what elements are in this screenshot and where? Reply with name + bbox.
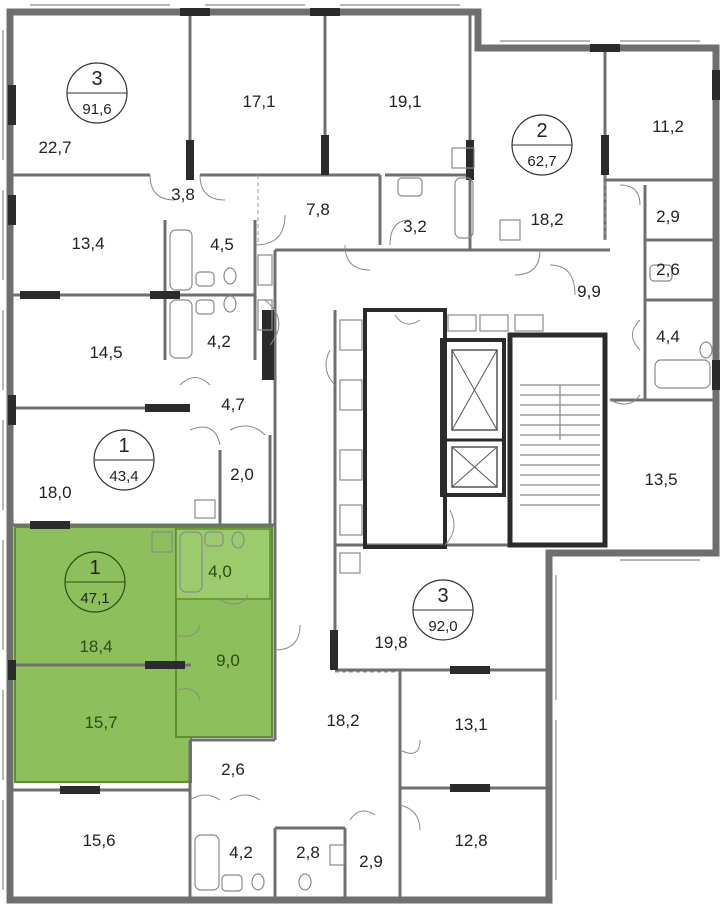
room-area: 19,1 bbox=[388, 92, 421, 111]
apartment-area: 43,4 bbox=[109, 468, 138, 485]
room-area: 4,4 bbox=[656, 327, 680, 346]
room-area: 4,2 bbox=[207, 332, 231, 351]
room-area: 3,2 bbox=[403, 217, 427, 236]
apartment-badge-highlighted: 1 47,1 bbox=[64, 551, 126, 613]
room-area: 13,1 bbox=[454, 715, 487, 734]
room-area: 13,4 bbox=[71, 234, 104, 253]
room-area: 15,7 bbox=[84, 713, 117, 732]
apartment-area: 92,0 bbox=[428, 618, 457, 635]
room-area: 2,6 bbox=[656, 260, 680, 279]
room-area: 11,2 bbox=[652, 117, 684, 136]
room-area: 17,1 bbox=[242, 92, 275, 111]
room-labels: 22,7 17,1 19,1 11,2 3,8 7,8 3,2 18,2 2,9… bbox=[38, 92, 683, 871]
room-area: 4,7 bbox=[221, 395, 245, 414]
room-area: 2,0 bbox=[230, 465, 254, 484]
room-area: 3,8 bbox=[171, 185, 195, 204]
room-area: 9,0 bbox=[216, 651, 240, 670]
room-area: 18,2 bbox=[326, 711, 359, 730]
room-area: 7,8 bbox=[306, 200, 330, 219]
room-area: 4,5 bbox=[210, 235, 234, 254]
room-area: 2,9 bbox=[359, 852, 383, 871]
apartment-rooms: 1 bbox=[89, 557, 100, 579]
bathroom-fixtures bbox=[151, 147, 713, 892]
apartment-badge: 2 62,7 bbox=[511, 114, 573, 176]
room-area: 2,9 bbox=[656, 207, 680, 226]
room-area: 15,6 bbox=[82, 831, 115, 850]
room-area: 18,2 bbox=[530, 210, 563, 229]
room-area: 12,8 bbox=[454, 831, 487, 850]
apartment-area: 62,7 bbox=[527, 153, 556, 170]
room-area: 18,0 bbox=[38, 483, 71, 502]
apartment-badge: 3 92,0 bbox=[412, 579, 474, 641]
open-partitions bbox=[257, 175, 606, 673]
room-area: 19,8 bbox=[374, 633, 407, 652]
apartment-area: 91,6 bbox=[82, 101, 111, 118]
room-area: 13,5 bbox=[644, 470, 677, 489]
apartment-badge: 3 91,6 bbox=[66, 62, 128, 124]
apartment-badge: 1 43,4 bbox=[93, 429, 155, 491]
room-area: 9,9 bbox=[577, 282, 601, 301]
pillars bbox=[8, 8, 720, 794]
room-area: 22,7 bbox=[38, 138, 71, 157]
apartment-rooms: 3 bbox=[437, 585, 448, 607]
room-area: 14,5 bbox=[89, 343, 122, 362]
apartment-area: 47,1 bbox=[80, 590, 109, 607]
room-area: 2,8 bbox=[296, 843, 320, 862]
highlighted-apartment[interactable] bbox=[14, 526, 273, 783]
apartment-rooms: 3 bbox=[91, 68, 102, 90]
apartment-rooms: 1 bbox=[118, 435, 129, 457]
room-area: 4,0 bbox=[208, 562, 232, 581]
building-core bbox=[363, 308, 608, 549]
room-area: 4,2 bbox=[229, 843, 253, 862]
apartment-rooms: 2 bbox=[536, 120, 547, 142]
room-area: 18,4 bbox=[79, 637, 112, 656]
door-swings bbox=[149, 174, 641, 831]
room-area: 2,6 bbox=[221, 760, 245, 779]
